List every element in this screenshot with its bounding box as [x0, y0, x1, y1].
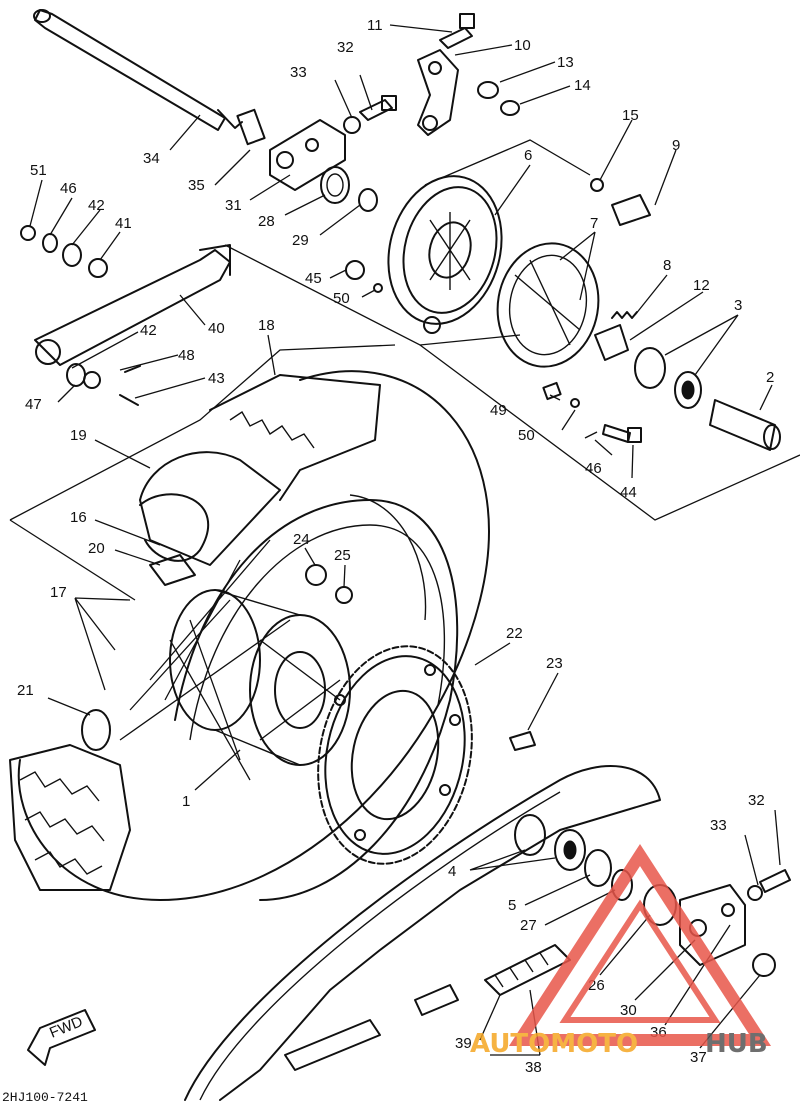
callout-23: 23 [546, 655, 563, 672]
spring-8 [611, 311, 638, 319]
wheel-hub [169, 589, 351, 766]
callout-30: 30 [620, 1002, 637, 1019]
callout-11: 11 [367, 17, 383, 34]
callout-34: 34 [143, 150, 160, 167]
watermark-text-part2: HUB [705, 1029, 768, 1059]
callout-18: 18 [258, 317, 275, 334]
callout-50-top: 50 [333, 290, 350, 307]
callout-25: 25 [334, 547, 351, 564]
automotohub-watermark: AUTOMOTO HUB [470, 843, 772, 1059]
tire-tread-section [9, 744, 131, 891]
fwd-label: FWD [47, 1013, 85, 1042]
callout-9: 9 [672, 137, 680, 154]
callout-42-top: 42 [88, 197, 105, 214]
callout-44: 44 [620, 484, 637, 501]
nut-45 [345, 260, 383, 293]
callout-8: 8 [663, 257, 671, 274]
callout-leaders [29, 24, 781, 1056]
callout-22: 22 [506, 625, 523, 642]
watermark-text-part1: AUTOMOTO [470, 1029, 638, 1059]
brake-shoe-plate [387, 175, 503, 334]
callout-40: 40 [208, 320, 225, 337]
axle-spacer-2 [709, 399, 781, 451]
callout-28: 28 [258, 213, 275, 230]
callout-37: 37 [690, 1049, 707, 1066]
drive-chain [184, 765, 661, 1101]
callout-45: 45 [305, 270, 322, 287]
callout-19: 19 [70, 427, 87, 444]
bearings-3 [634, 347, 702, 409]
callout-33-top: 33 [290, 64, 307, 81]
callout-5: 5 [508, 897, 516, 914]
drawing-code: 2HJ100-7241 [2, 1090, 88, 1105]
tension-bar-40 [34, 244, 231, 366]
callout-16: 16 [70, 509, 87, 526]
chain-adjuster-left [269, 119, 346, 191]
adjuster-bolt-top [343, 95, 397, 134]
collar-left [320, 166, 378, 212]
callout-49: 49 [490, 402, 507, 419]
callout-6: 6 [524, 147, 532, 164]
fwd-arrow: FWD [27, 1009, 96, 1066]
rear-axle [33, 9, 266, 146]
callout-13: 13 [557, 54, 574, 71]
watermark-triangle-icon [508, 843, 772, 1046]
callout-47: 47 [25, 396, 42, 413]
callout-33-bottom: 33 [710, 817, 727, 834]
rim-band [149, 554, 196, 586]
callout-27: 27 [520, 917, 537, 934]
callout-41: 41 [115, 215, 132, 232]
tire-valve [81, 709, 111, 751]
callout-21: 21 [17, 682, 34, 699]
callout-labels: 11 10 13 14 32 33 15 9 6 7 8 12 3 2 34 3… [17, 17, 774, 1076]
brake-arm-bracket [417, 13, 475, 136]
spokes [119, 539, 291, 781]
callout-10: 10 [514, 37, 531, 54]
inner-tube [139, 493, 209, 562]
bolt-44 [584, 424, 642, 443]
camshaft-lever [594, 324, 629, 361]
callout-24: 24 [293, 531, 310, 548]
callout-35: 35 [188, 177, 205, 194]
callout-12: 12 [693, 277, 710, 294]
callout-46: 46 [60, 180, 77, 197]
grouping-lines [9, 139, 800, 601]
washers-left [20, 225, 141, 406]
callout-32-top: 32 [337, 39, 354, 56]
callout-2: 2 [766, 369, 774, 386]
callout-51: 51 [30, 162, 47, 179]
pin-49 [542, 381, 580, 408]
rear-sprocket [317, 645, 473, 865]
callout-32-bottom: 32 [748, 792, 765, 809]
callout-17: 17 [50, 584, 67, 601]
callout-48-left: 48 [178, 347, 195, 364]
callout-14: 14 [574, 77, 591, 94]
chain-adjuster-right [679, 869, 791, 977]
wheel-rim [174, 494, 459, 901]
brake-shoes [496, 242, 600, 368]
callout-7: 7 [590, 215, 598, 232]
callout-31: 31 [225, 197, 242, 214]
callout-38: 38 [525, 1059, 542, 1076]
callout-42: 42 [140, 322, 157, 339]
callout-20: 20 [88, 540, 105, 557]
collar-washer [477, 81, 520, 116]
rear-tire [17, 370, 490, 901]
callout-43: 43 [208, 370, 225, 387]
callout-39: 39 [455, 1035, 472, 1052]
callout-29: 29 [292, 232, 309, 249]
callout-3: 3 [734, 297, 742, 314]
sprocket-bolt-23 [509, 731, 536, 751]
camshaft-9 [590, 178, 651, 226]
callout-4: 4 [448, 863, 456, 880]
callout-1: 1 [182, 793, 190, 810]
callout-15: 15 [622, 107, 639, 124]
callout-50: 50 [518, 427, 535, 444]
callout-46-right: 46 [585, 460, 602, 477]
